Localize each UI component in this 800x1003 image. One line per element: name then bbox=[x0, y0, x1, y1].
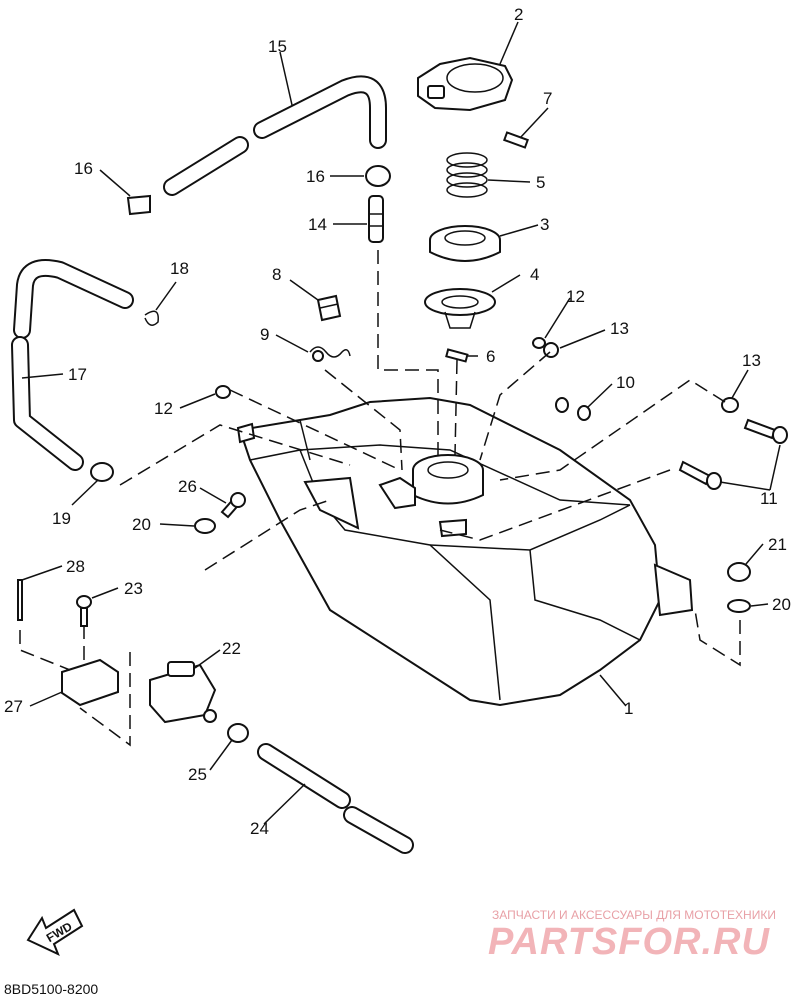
callout-20b: 20 bbox=[772, 595, 791, 614]
fuel-tank bbox=[236, 396, 694, 707]
washer-20a bbox=[194, 518, 216, 534]
leader-lines bbox=[21, 21, 781, 825]
clip-18 bbox=[144, 310, 159, 326]
callout-20a: 20 bbox=[132, 515, 151, 534]
seal bbox=[424, 288, 496, 329]
vent-hose-15 bbox=[163, 75, 387, 196]
stud-28 bbox=[17, 579, 23, 621]
callout-28: 28 bbox=[66, 557, 85, 576]
watermark-tagline: ЗАПЧАСТИ И АКСЕССУАРЫ ДЛЯ МОТОТЕХНИКИ bbox=[492, 908, 776, 922]
callout-18: 18 bbox=[170, 259, 189, 278]
fuel-hose bbox=[257, 743, 414, 854]
callout-27: 27 bbox=[4, 697, 23, 716]
pin-6 bbox=[445, 348, 469, 363]
pin-7 bbox=[503, 131, 529, 149]
fuel-cock bbox=[149, 661, 217, 724]
spring bbox=[446, 152, 488, 198]
callout-17: 17 bbox=[68, 365, 87, 384]
callout-7: 7 bbox=[543, 89, 552, 108]
bolt-23 bbox=[76, 595, 92, 627]
watermark-logo: PARTSFOR.RU bbox=[488, 921, 770, 963]
bolt-11a bbox=[743, 418, 788, 444]
callout-1: 1 bbox=[624, 699, 633, 718]
tank-cap bbox=[417, 56, 514, 112]
check-valve bbox=[368, 195, 384, 243]
gasket bbox=[429, 225, 501, 262]
diagram-code: 8BD5100-8200 bbox=[4, 981, 98, 997]
callout-12b: 12 bbox=[154, 399, 173, 418]
bolt-11b bbox=[678, 460, 722, 490]
callout-2: 2 bbox=[514, 5, 523, 24]
watermark: ЗАПЧАСТИ И АКСЕССУАРЫ ДЛЯ МОТОТЕХНИКИ PA… bbox=[488, 908, 776, 963]
callout-11: 11 bbox=[760, 489, 778, 508]
callout-16b: 16 bbox=[306, 167, 325, 186]
collar-12a bbox=[532, 337, 546, 349]
clamp-19 bbox=[90, 462, 114, 482]
nut-21 bbox=[727, 562, 751, 582]
callout-6: 6 bbox=[486, 347, 495, 366]
grommet-10 bbox=[555, 397, 591, 421]
clamp-16b bbox=[365, 165, 391, 187]
callout-12a: 12 bbox=[566, 287, 585, 306]
callout-21: 21 bbox=[768, 535, 787, 554]
washer-13b bbox=[721, 397, 739, 413]
callout-26: 26 bbox=[178, 477, 197, 496]
callout-3: 3 bbox=[540, 215, 549, 234]
bolt-26 bbox=[220, 492, 246, 519]
callout-23: 23 bbox=[124, 579, 143, 598]
callout-13b: 13 bbox=[742, 351, 761, 370]
callout-13a: 13 bbox=[610, 319, 629, 338]
callout-15: 15 bbox=[268, 37, 287, 56]
damper-8 bbox=[316, 294, 342, 322]
callout-10: 10 bbox=[616, 373, 635, 392]
callout-24: 24 bbox=[250, 819, 269, 838]
assembly-lines bbox=[19, 250, 741, 747]
clamp-25 bbox=[227, 723, 249, 743]
callout-22: 22 bbox=[222, 639, 241, 658]
collar-12b bbox=[215, 385, 231, 399]
callout-8: 8 bbox=[272, 265, 281, 284]
fwd-arrow: FWD bbox=[26, 908, 84, 956]
callout-4: 4 bbox=[530, 265, 539, 284]
bracket-27 bbox=[61, 658, 119, 707]
clip-9 bbox=[309, 346, 351, 362]
vent-hose-17 bbox=[11, 258, 134, 471]
callouts: 2 7 5 3 4 6 12 13 13 10 11 12 15 16 16 1… bbox=[4, 5, 791, 838]
callout-14: 14 bbox=[308, 215, 327, 234]
callout-5: 5 bbox=[536, 173, 545, 192]
callout-9: 9 bbox=[260, 325, 269, 344]
clamp-16a bbox=[126, 194, 151, 216]
washer-20b bbox=[727, 599, 751, 613]
callout-16a: 16 bbox=[74, 159, 93, 178]
callout-19: 19 bbox=[52, 509, 71, 528]
callout-25: 25 bbox=[188, 765, 207, 784]
